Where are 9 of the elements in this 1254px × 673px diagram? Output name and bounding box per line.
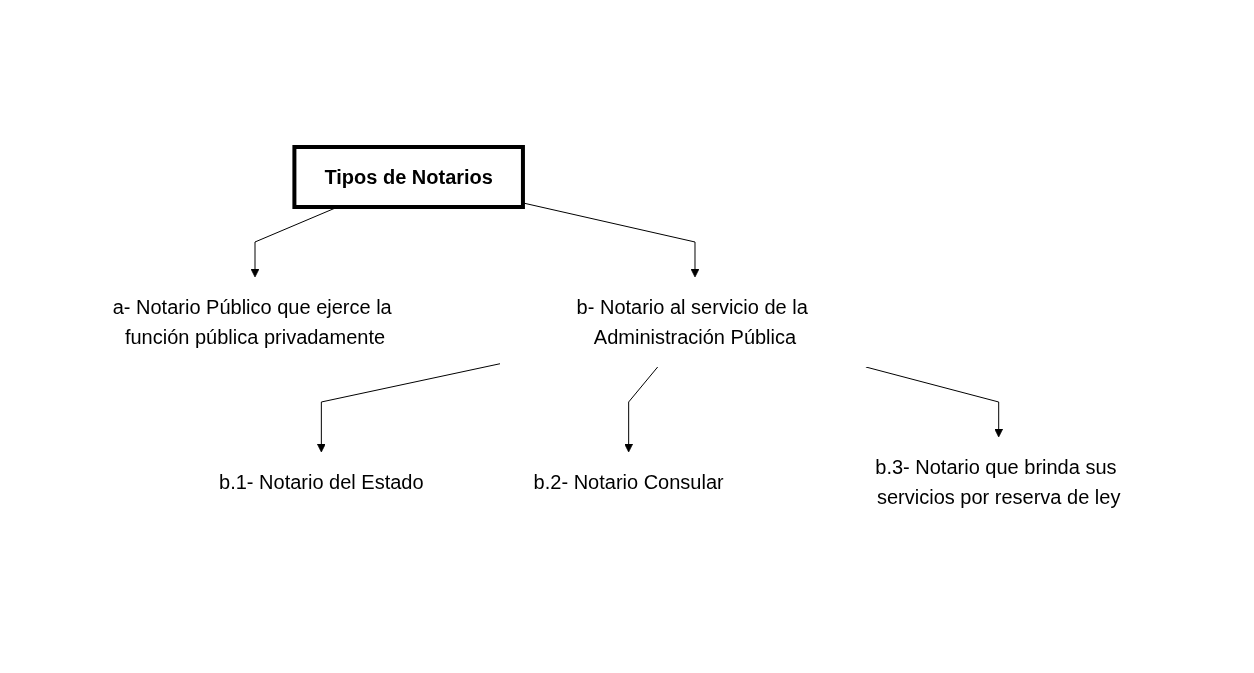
- arrow: [317, 362, 501, 452]
- node-text: b.1- Notario del Estado: [219, 470, 424, 493]
- arrow: [865, 366, 1004, 437]
- node-text: b- Notario al servicio de la Administración Pública: [576, 295, 808, 348]
- node-text: a- Notario Público que ejerce la función pública privadamente: [112, 295, 392, 348]
- node-text: b.2- Notario Consular: [533, 470, 724, 493]
- arrow: [624, 366, 659, 452]
- node-text: b.3- Notario que brinda sus servicios por reserva de ley: [875, 455, 1121, 508]
- node-box: Tipos de Notarios: [292, 144, 526, 209]
